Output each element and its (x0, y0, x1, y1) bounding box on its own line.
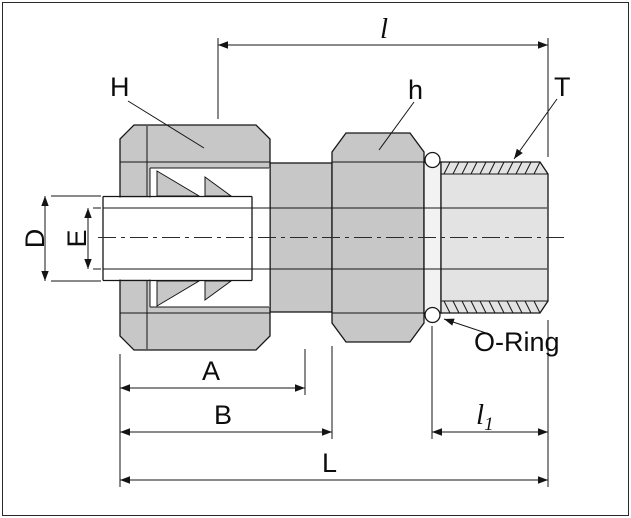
dim-l: l (217, 13, 549, 157)
dim-L: L (119, 320, 549, 487)
dim-B: B (120, 346, 333, 439)
label-H: H (110, 72, 130, 102)
label-l: l (380, 13, 388, 45)
dim-D: D (20, 195, 101, 282)
label-A: A (202, 356, 220, 386)
label-E: E (62, 229, 92, 247)
label-h: h (408, 75, 423, 105)
callout-h: h (378, 75, 423, 151)
tube (102, 195, 253, 282)
label-B: B (214, 400, 232, 430)
ferrules (156, 170, 233, 307)
label-L: L (322, 448, 337, 478)
dim-E: E (62, 207, 101, 270)
tube-channel (118, 197, 252, 280)
through-bore (103, 207, 547, 270)
fitting-body (98, 124, 566, 351)
callout-T: T (513, 72, 571, 160)
o-ring-top (424, 151, 441, 169)
callout-o-ring: O-Ring (443, 318, 560, 357)
label-T: T (554, 72, 571, 102)
thread-hatch-top (443, 161, 541, 175)
o-ring-bottom (424, 306, 441, 324)
thread-hatch-bottom (443, 300, 541, 314)
dim-A: A (120, 349, 306, 395)
label-l1: l1 (476, 399, 494, 435)
label-D: D (20, 229, 50, 249)
label-o-ring: O-Ring (474, 327, 560, 357)
callout-H: H (110, 72, 205, 149)
dim-l1: l1 (431, 326, 548, 439)
